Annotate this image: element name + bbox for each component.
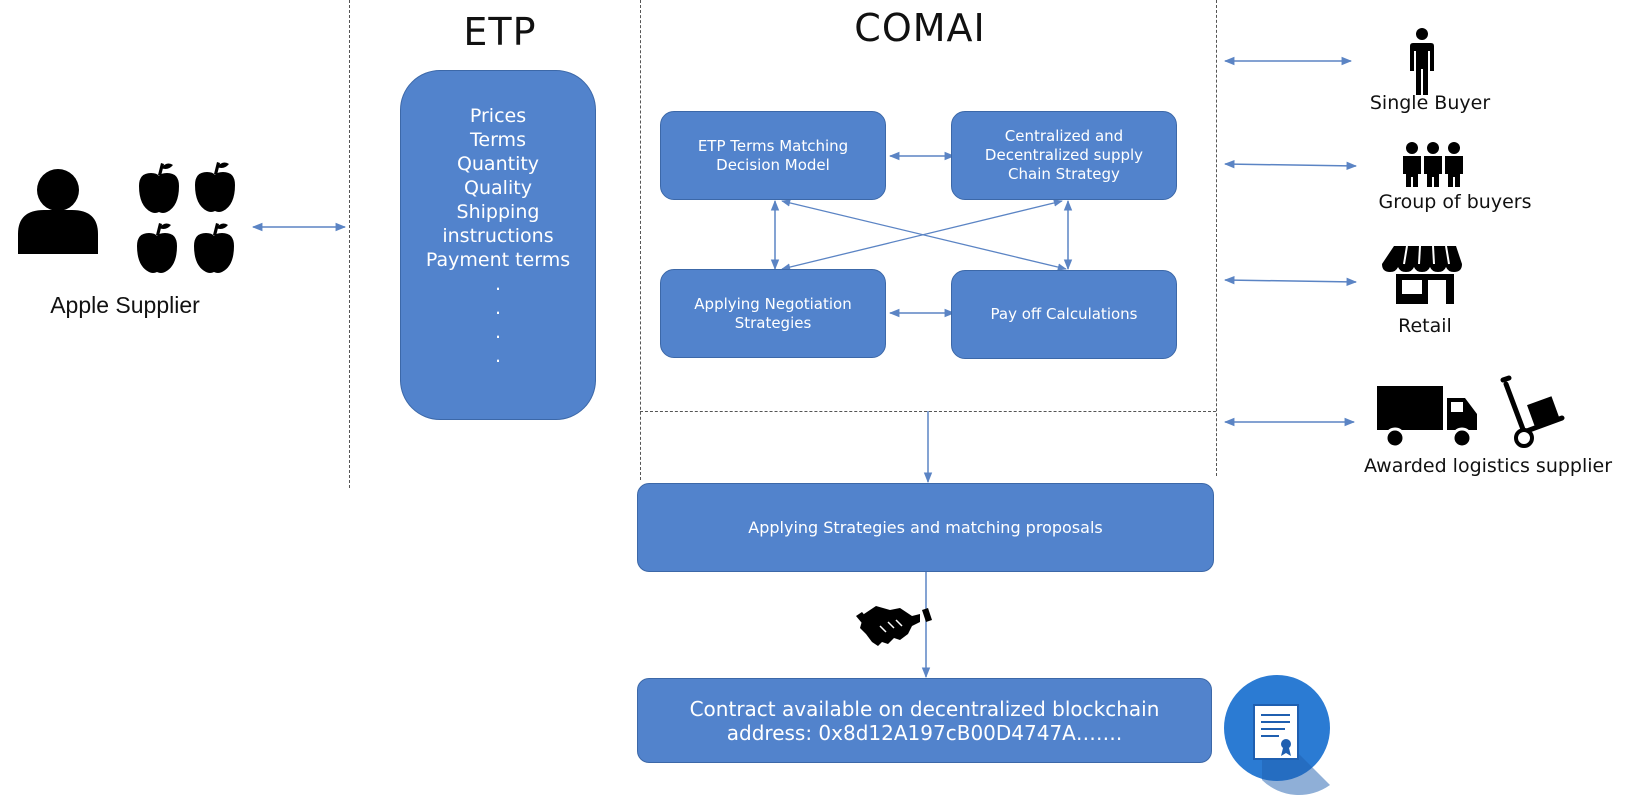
apple-icon bbox=[139, 163, 179, 213]
supply-chain-strategy-box: Centralized and Decentralized supply Cha… bbox=[951, 111, 1177, 200]
group-people-icon bbox=[1403, 142, 1463, 187]
etp-term-item: instructions bbox=[442, 225, 554, 247]
logistics-supplier-label: Awarded logistics supplier bbox=[1363, 455, 1613, 477]
etp-ellipsis-dot: . bbox=[494, 345, 502, 367]
etp-terms-list: Prices Terms Quantity Quality Shipping i… bbox=[401, 71, 595, 368]
supplier-label: Apple Supplier bbox=[50, 292, 200, 318]
etp-term-item: Payment terms bbox=[425, 249, 571, 271]
negotiation-strategies-box: Applying Negotiation Strategies bbox=[660, 269, 886, 358]
handshake-icon bbox=[856, 606, 932, 646]
arrow-retail bbox=[1223, 275, 1358, 287]
contract-line-1: Contract available on decentralized bloc… bbox=[689, 696, 1160, 721]
separator-comai-participants bbox=[1216, 0, 1217, 476]
negotiation-strategies-text: Applying Negotiation Strategies bbox=[694, 294, 852, 332]
apple-icon bbox=[194, 223, 234, 273]
person-icon bbox=[18, 169, 98, 254]
contract-box: Contract available on decentralized bloc… bbox=[637, 678, 1212, 763]
arrow-group-buyers bbox=[1223, 159, 1358, 171]
truck-icon bbox=[1377, 386, 1477, 449]
comai-header: COMAI bbox=[854, 6, 986, 50]
retail-label: Retail bbox=[1398, 315, 1452, 337]
etp-ellipsis-dot: . bbox=[494, 297, 502, 319]
certificate-icon bbox=[1224, 675, 1330, 796]
etp-term-item: Terms bbox=[470, 129, 526, 151]
etp-ellipsis-dot: . bbox=[494, 321, 502, 343]
payoff-calculations-text: Pay off Calculations bbox=[990, 305, 1138, 323]
etp-header: ETP bbox=[463, 10, 537, 54]
supply-chain-strategy-text: Centralized and Decentralized supply Cha… bbox=[984, 127, 1144, 183]
store-icon bbox=[1382, 245, 1462, 304]
apple-icon bbox=[195, 162, 235, 212]
group-buyers-label: Group of buyers bbox=[1378, 191, 1532, 213]
etp-term-item: Quantity bbox=[456, 153, 540, 175]
arrow-diag-supply-negotiation bbox=[781, 199, 1063, 271]
etp-term-item: Shipping bbox=[456, 201, 540, 223]
strategies-matching-box: Applying Strategies and matching proposa… bbox=[637, 483, 1214, 572]
terms-matching-text: ETP Terms Matching Decision Model bbox=[697, 136, 849, 174]
strategies-matching-text: Applying Strategies and matching proposa… bbox=[748, 518, 1103, 537]
etp-ellipsis-dot: . bbox=[494, 273, 502, 295]
etp-terms-box: Prices Terms Quantity Quality Shipping i… bbox=[400, 70, 596, 420]
single-buyer-label: Single Buyer bbox=[1369, 92, 1491, 114]
separator-etp-comai bbox=[640, 0, 641, 480]
contract-line-2: address: 0x8d12A197cB00D4747A……. bbox=[726, 720, 1123, 745]
etp-term-item: Prices bbox=[469, 105, 527, 127]
apple-icon bbox=[137, 223, 177, 273]
payoff-calculations-box: Pay off Calculations bbox=[951, 270, 1177, 359]
single-person-icon bbox=[1410, 28, 1434, 95]
separator-supplier-etp bbox=[349, 0, 350, 488]
etp-term-item: Quality bbox=[464, 177, 532, 199]
terms-matching-box: ETP Terms Matching Decision Model bbox=[660, 111, 886, 200]
hand-truck-icon bbox=[1500, 375, 1565, 448]
